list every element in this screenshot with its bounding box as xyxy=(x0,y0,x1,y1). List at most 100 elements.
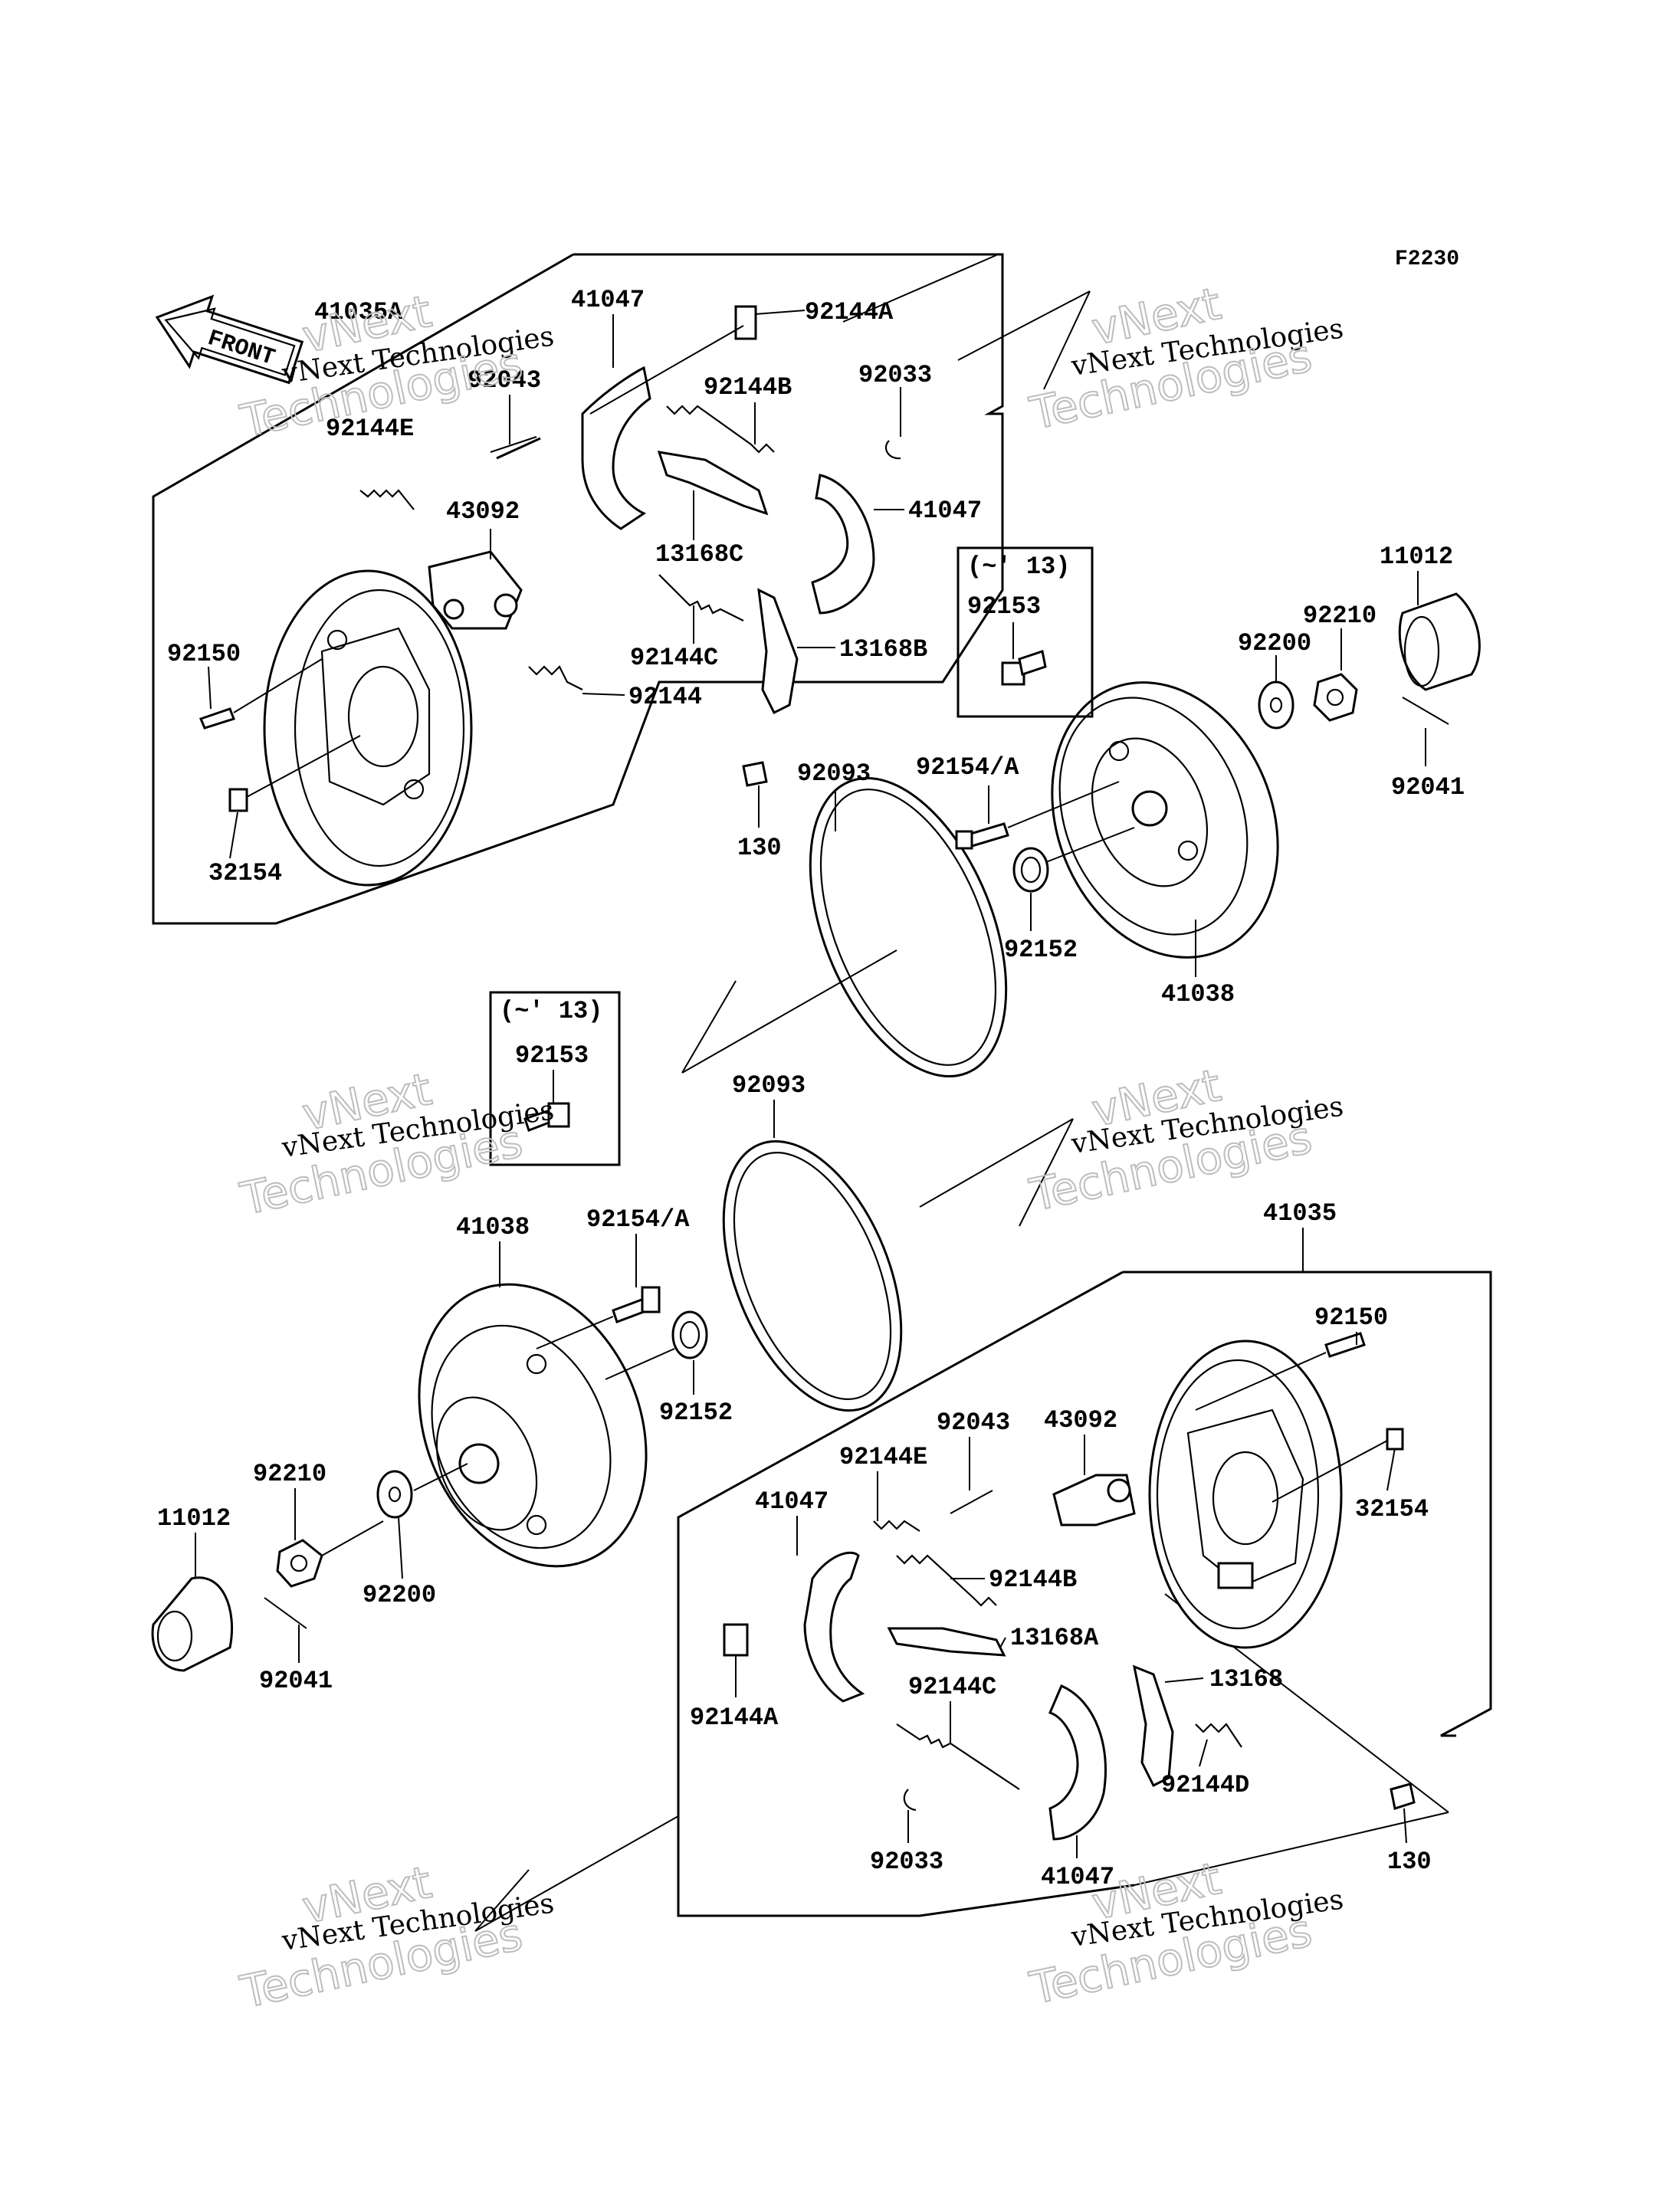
bearing-92152-upper xyxy=(1012,847,1049,893)
lever-13168a-lower xyxy=(887,1627,1006,1657)
bolt-92150-upper xyxy=(199,658,323,730)
cap-11012-lower xyxy=(151,1576,234,1672)
callout: 32154 xyxy=(1355,1495,1429,1523)
callout: 92033 xyxy=(858,361,932,389)
callout: 92150 xyxy=(167,640,241,668)
ring-92033-lower xyxy=(903,1789,917,1812)
shoe-41047-upper-b xyxy=(811,474,875,615)
bolt-92153-lower xyxy=(523,1102,570,1132)
callout: 13168C xyxy=(655,540,743,569)
washer-92200-lower xyxy=(376,1470,413,1519)
callout: 92154/A xyxy=(916,753,1019,782)
pin-92041-upper xyxy=(1402,697,1449,725)
drum-41038-upper xyxy=(1051,681,1279,959)
bolt-92154a-lower xyxy=(612,1286,661,1323)
callout: 32154 xyxy=(208,859,282,887)
callout: 92041 xyxy=(1391,773,1465,802)
callout: 13168A xyxy=(1010,1624,1099,1652)
seal-92093-upper xyxy=(809,777,1008,1077)
backing-plate-upper xyxy=(263,569,473,887)
callout: 92043 xyxy=(937,1408,1010,1437)
callout: 92093 xyxy=(797,759,871,788)
lever-13168-lower xyxy=(1132,1664,1174,1788)
shoe-41047-upper-a xyxy=(581,366,651,530)
callout: 92144B xyxy=(989,1566,1077,1594)
bolt-130-upper xyxy=(742,761,768,787)
callout: 92093 xyxy=(732,1071,806,1100)
wheel-cylinder-lower xyxy=(1052,1474,1136,1526)
drum-41038-lower xyxy=(418,1283,648,1568)
callouts-lower: 92153 92093 41035 41038 92154/A 92150 92… xyxy=(157,1041,1432,1891)
note-upper: (~' 13) xyxy=(967,553,1070,581)
callout: 41047 xyxy=(908,497,982,525)
spring-92144e-upper xyxy=(359,489,415,510)
callout: 92033 xyxy=(870,1848,943,1876)
callout: 92144D xyxy=(1161,1771,1249,1799)
lever-13168b-upper xyxy=(757,588,799,715)
clip-92144a-upper xyxy=(734,305,757,340)
leaders-lower xyxy=(195,1070,1407,1858)
callout: 41035A xyxy=(314,298,403,326)
callout: 41047 xyxy=(571,286,645,314)
bolt-92153-upper xyxy=(1001,650,1047,686)
callout: 92144A xyxy=(805,298,894,326)
spring-92144b-upper xyxy=(666,405,775,454)
nipple-32154-upper xyxy=(228,735,361,812)
pin-92043-upper xyxy=(496,437,541,460)
callout: 92200 xyxy=(363,1581,436,1609)
spring-92144e-lower xyxy=(873,1520,920,1532)
callout: 41035 xyxy=(1263,1199,1337,1228)
callout: 92152 xyxy=(659,1399,733,1427)
shoe-41047-lower-b xyxy=(1048,1684,1107,1841)
callout: 92154/A xyxy=(586,1205,690,1234)
callout: 92200 xyxy=(1238,629,1311,657)
callout: 92144E xyxy=(839,1443,927,1471)
lower-group-outline xyxy=(1123,1271,1492,1737)
callout: 41047 xyxy=(755,1487,829,1516)
bolt-92154a-upper xyxy=(955,822,1009,850)
callouts-upper: 41035A 41047 92144A 92043 92144B 92033 9… xyxy=(167,286,1465,1008)
spring-92144d-lower xyxy=(1195,1723,1242,1748)
callout: 92144E xyxy=(326,415,414,443)
note-lower: (~' 13) xyxy=(500,997,602,1025)
upper-group-outline xyxy=(152,253,1004,925)
callout: 92144C xyxy=(630,644,718,672)
callout: 41038 xyxy=(456,1213,530,1241)
callout: 92043 xyxy=(468,366,541,395)
note-box-upper xyxy=(956,546,1094,718)
callout: 92210 xyxy=(253,1460,326,1488)
seal-92093-lower xyxy=(722,1139,903,1412)
pin-92043-lower xyxy=(950,1490,993,1514)
callout: 11012 xyxy=(157,1504,231,1533)
callout: 92144 xyxy=(628,683,702,711)
callout: 92144B xyxy=(704,373,792,402)
callout: 41047 xyxy=(1041,1863,1114,1891)
callout: 130 xyxy=(737,834,782,862)
washer-92200-upper xyxy=(1258,680,1294,730)
spring-92144-upper xyxy=(528,665,583,690)
nut-92210-upper xyxy=(1313,673,1358,722)
callout: 92152 xyxy=(1004,936,1078,964)
note-box-lower xyxy=(489,991,621,1166)
callout: 92144C xyxy=(908,1673,996,1701)
callout: 43092 xyxy=(1044,1406,1117,1435)
lower-group-outline-2 xyxy=(677,1271,1135,1917)
bearing-92152-lower xyxy=(671,1310,708,1359)
bolt-130-lower xyxy=(1390,1782,1416,1810)
callout: 92041 xyxy=(259,1667,333,1695)
cap-11012-upper xyxy=(1398,592,1481,691)
spring-92144c-upper xyxy=(658,574,744,621)
figure-ref: F2230 xyxy=(1395,248,1459,271)
leaders-upper xyxy=(208,310,1426,977)
callout: 11012 xyxy=(1380,543,1453,571)
callout: 41038 xyxy=(1161,980,1235,1008)
callout: 92153 xyxy=(515,1041,589,1070)
callout: 92150 xyxy=(1314,1303,1388,1332)
spring-92144c-lower xyxy=(896,1723,1020,1790)
spring-92144b-lower xyxy=(896,1554,997,1607)
callout: 92144A xyxy=(690,1703,779,1732)
wheel-cylinder-upper xyxy=(428,550,523,630)
lever-13168c-upper xyxy=(657,451,769,516)
pin-92041-lower xyxy=(264,1597,307,1629)
